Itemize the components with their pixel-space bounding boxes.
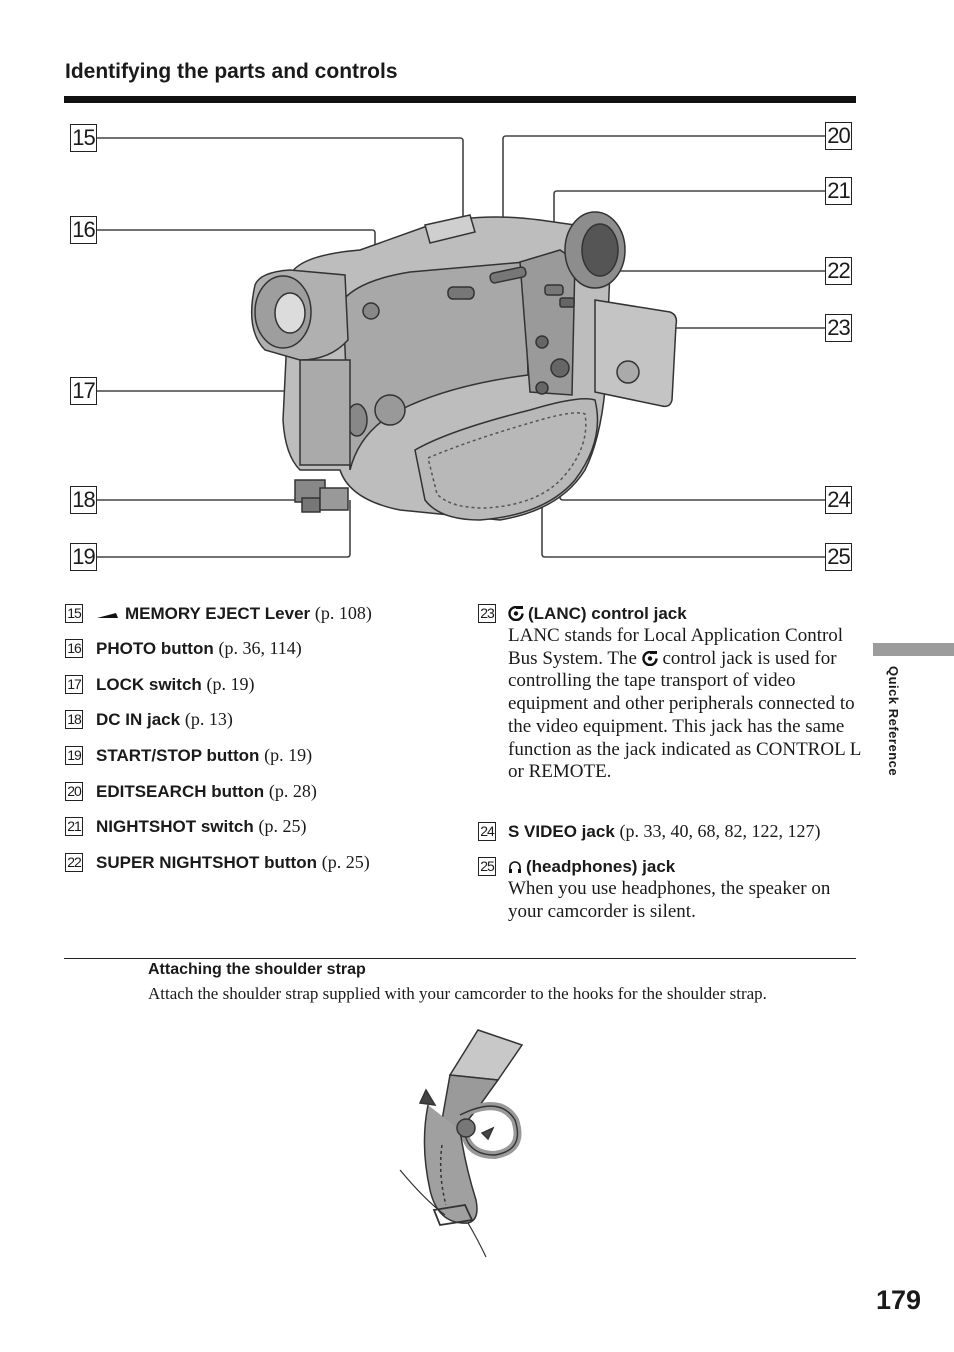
callout-22: 22 (825, 257, 852, 285)
callout-21: 21 (825, 177, 852, 205)
item-description-part: control jack is used for controlling the… (508, 647, 861, 783)
headphones-icon (509, 861, 521, 873)
item-description-part: LANC stands for Local Application Contro… (508, 625, 844, 669)
item-ref: (p. 19) (264, 745, 313, 765)
callout-16: 16 (70, 216, 97, 244)
lanc-icon (642, 650, 658, 666)
callout-20: 20 (825, 122, 852, 150)
section-divider (64, 958, 856, 960)
callout-23: 23 (825, 314, 852, 342)
item-number: 20 (65, 782, 83, 801)
subsection-text: Attach the shoulder strap supplied with … (148, 984, 767, 1003)
item-number: 19 (65, 746, 83, 765)
item-label: DC IN jack (96, 710, 181, 729)
item-label: PHOTO button (96, 639, 214, 658)
item-number: 22 (65, 853, 83, 872)
item-label: S VIDEO jack (508, 822, 615, 841)
memory-eject-icon (97, 612, 118, 618)
callout-15: 15 (70, 124, 97, 152)
item-label: EDITSEARCH button (96, 782, 265, 801)
item-number: 18 (65, 710, 83, 729)
item-label: START/STOP button (96, 746, 260, 765)
title-rule (64, 96, 856, 103)
item-number: 17 (65, 675, 83, 694)
item-label: SUPER NIGHTSHOT button (96, 853, 317, 872)
page-number: 179 (876, 1285, 922, 1315)
item-description: LANC stands for Local Application Contro… (508, 625, 868, 784)
page-title: Identifying the parts and controls (65, 60, 398, 83)
item-number: 23 (478, 604, 496, 623)
item-ref: (p. 19) (206, 674, 255, 694)
item-label: (LANC) control jack (528, 604, 687, 623)
item-ref: (p. 28) (268, 781, 317, 801)
item-number: 15 (65, 604, 83, 623)
shoulder-strap-illustration (399, 1029, 524, 1258)
item-ref: (p. 33, 40, 68, 82, 122, 127) (619, 821, 821, 841)
item-label: NIGHTSHOT switch (96, 817, 254, 836)
item-ref: (p. 25) (321, 852, 370, 872)
item-label: (headphones) jack (526, 857, 676, 876)
item-ref: (p. 25) (258, 816, 307, 836)
item-number: 21 (65, 817, 83, 836)
item-label: LOCK switch (96, 675, 202, 694)
item-number: 24 (478, 822, 496, 841)
callout-24: 24 (825, 486, 852, 514)
side-section-label: Quick Reference (886, 666, 901, 777)
item-label: MEMORY EJECT Lever (125, 604, 311, 623)
item-description: When you use headphones, the speaker on … (508, 878, 831, 922)
item-ref: (p. 13) (184, 709, 233, 729)
subsection-title: Attaching the shoulder strap (148, 961, 366, 978)
callout-17: 17 (70, 377, 97, 405)
item-number: 25 (478, 857, 496, 876)
callout-18: 18 (70, 486, 97, 514)
item-ref: (p. 36, 114) (218, 638, 302, 658)
section-tab (873, 643, 954, 656)
callout-25: 25 (825, 543, 852, 571)
lanc-icon (508, 605, 524, 622)
camcorder-illustration (97, 135, 826, 558)
item-number: 16 (65, 639, 83, 658)
callout-19: 19 (70, 543, 97, 571)
item-ref: (p. 108) (314, 603, 372, 623)
